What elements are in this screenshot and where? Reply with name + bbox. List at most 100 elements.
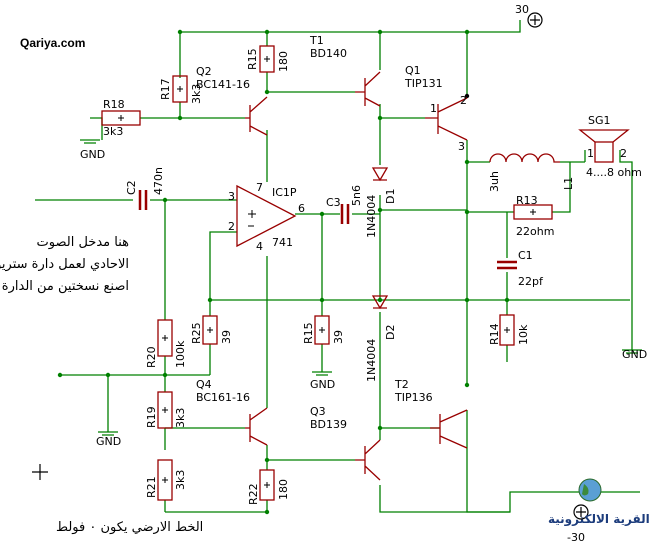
r21-ref: R21 xyxy=(145,476,158,498)
r14-value: 10k xyxy=(517,324,530,345)
diode-d2 xyxy=(371,295,389,310)
gnd-label-r15: GND xyxy=(310,378,335,391)
gnd-symbol-r15 xyxy=(312,371,332,376)
resistor-r18 xyxy=(101,110,141,126)
supply-positive-terminal[interactable] xyxy=(527,12,543,28)
r22-value: 180 xyxy=(277,479,290,500)
c1-value: 22pf xyxy=(518,275,544,288)
pin-3: 3 xyxy=(228,190,235,203)
transistor-t1 xyxy=(355,71,381,107)
ground-note: الخط الارضي يكون ٠ فولط xyxy=(56,520,204,535)
q2-ref: Q2 xyxy=(196,65,212,78)
r15mid-value: 39 xyxy=(332,330,345,344)
gnd-label-speaker: GND xyxy=(622,348,647,361)
pin-2: 2 xyxy=(228,220,235,233)
d1-ref: D1 xyxy=(384,189,397,204)
r17-value: 3k3 xyxy=(190,84,203,104)
logo-globe-icon xyxy=(578,478,602,502)
input-note-line-1: هنا مدخل الصوت xyxy=(36,235,129,250)
resistor-r13 xyxy=(513,204,553,220)
pin-6: 6 xyxy=(298,202,305,215)
sg1-ref: SG1 xyxy=(588,114,611,127)
capacitor-c1 xyxy=(497,260,517,270)
r19-ref: R19 xyxy=(145,406,158,428)
sg1-pin-2: 2 xyxy=(620,147,627,160)
sg1-value: 4....8 ohm xyxy=(586,166,642,179)
r18-ref: R18 xyxy=(103,98,125,111)
resistor-r17 xyxy=(172,75,188,103)
q2-part: BC141-16 xyxy=(196,78,250,91)
d1-part: 1N4004 xyxy=(365,195,378,238)
r20-value: 100k xyxy=(174,340,187,368)
r19-value: 3k3 xyxy=(174,408,187,428)
t1-ref: T1 xyxy=(309,34,324,47)
input-note: هنا مدخل الصوت الاحادي لعمل دارة ستريو ا… xyxy=(0,232,129,298)
t2-ref: T2 xyxy=(394,378,409,391)
symbols xyxy=(80,45,642,501)
transistor-q1 xyxy=(425,97,468,141)
gnd-label-input: GND xyxy=(96,435,121,448)
r17-ref: R17 xyxy=(159,78,172,100)
sg1-pin-1: 1 xyxy=(587,147,594,160)
r15top-value: 180 xyxy=(277,51,290,72)
resistor-r22 xyxy=(259,469,275,501)
gnd-symbol-r18 xyxy=(80,139,100,144)
resistor-r15top xyxy=(259,45,275,73)
r21-value: 3k3 xyxy=(174,470,187,490)
q1-part: TIP131 xyxy=(404,77,443,90)
supply-terminals xyxy=(32,12,589,520)
gnd-symbol-speaker xyxy=(622,349,642,354)
c2-ref: C2 xyxy=(125,180,138,195)
speaker-cone xyxy=(578,129,630,143)
diode-d1 xyxy=(371,167,389,182)
labels: 30 -30 T1 BD140 Q1 TIP131 Q2 BC141-16 R1… xyxy=(80,3,647,544)
logo-text: القرية الالكترونية xyxy=(548,512,650,526)
r22-ref: R22 xyxy=(247,483,260,505)
ic1-part: 741 xyxy=(272,236,293,249)
ic1-ref: IC1P xyxy=(272,186,297,199)
pin-4: 4 xyxy=(256,240,263,253)
watermark-text: Qariya.com xyxy=(20,36,86,50)
l1-value: 3uh xyxy=(488,171,501,192)
speaker-box xyxy=(594,141,614,163)
resistor-r20 xyxy=(157,319,173,357)
inductor-l1 xyxy=(489,153,560,163)
transistor-q2 xyxy=(245,96,268,136)
transistor-t2 xyxy=(430,409,468,449)
input-note-line-3: اصنع نسختين من الدارة xyxy=(1,279,129,294)
l1-ref: L1 xyxy=(562,177,575,190)
supply-positive-label: 30 xyxy=(515,3,529,16)
r25-value: 39 xyxy=(220,330,233,344)
r15mid-ref: R15 xyxy=(302,322,315,344)
transistor-q3 xyxy=(355,439,381,481)
r13-value: 22ohm xyxy=(516,225,554,238)
resistor-r19 xyxy=(157,391,173,429)
gnd-label-r18: GND xyxy=(80,148,105,161)
gnd-symbol-input xyxy=(98,431,118,436)
junctions xyxy=(57,29,510,515)
r14-ref: R14 xyxy=(488,323,501,345)
t2-part: TIP136 xyxy=(394,391,433,404)
q1-pin-1: 1 xyxy=(430,102,437,115)
r25-ref: R25 xyxy=(190,322,203,344)
q1-pin-3: 3 xyxy=(458,140,465,153)
supply-negative-terminal[interactable] xyxy=(573,504,589,520)
r15top-ref: R15 xyxy=(246,48,259,70)
d2-part: 1N4004 xyxy=(365,339,378,382)
resistor-r21 xyxy=(157,459,173,501)
q3-part: BD139 xyxy=(310,418,347,431)
c3-ref: C3 xyxy=(326,196,341,209)
r18-value: 3k3 xyxy=(103,125,123,138)
q1-pin-2: 2 xyxy=(460,94,467,107)
r13-ref: R13 xyxy=(516,194,538,207)
c3-value: 5n6 xyxy=(350,185,363,206)
resistor-r25 xyxy=(202,315,218,345)
t1-part: BD140 xyxy=(310,47,347,60)
capacitor-c2 xyxy=(138,190,148,210)
supply-negative-label: -30 xyxy=(567,531,585,544)
resistor-r14 xyxy=(499,314,515,346)
transistor-q4 xyxy=(245,407,268,446)
q4-part: BC161-16 xyxy=(196,391,250,404)
